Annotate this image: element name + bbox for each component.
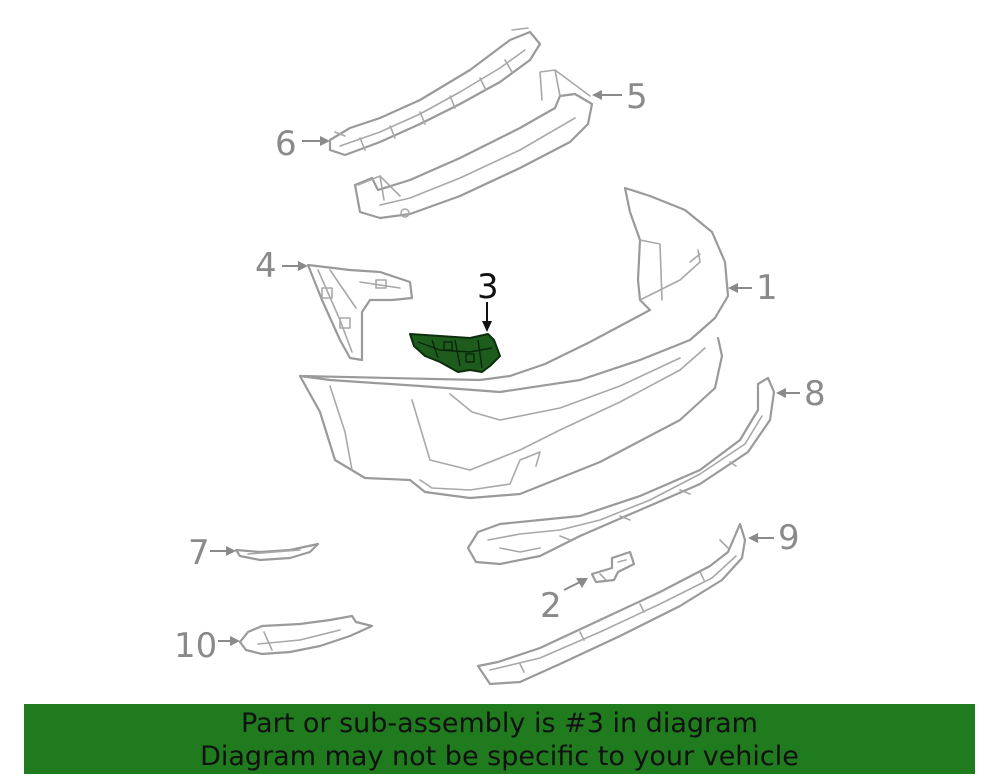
- callout-5: 5: [626, 77, 648, 117]
- part-6-absorber[interactable]: [328, 27, 542, 157]
- callout-3: 3: [477, 267, 499, 307]
- callout-10: 10: [174, 626, 217, 666]
- part-10-reflector-housing[interactable]: [238, 614, 374, 656]
- info-banner: Part or sub-assembly is #3 in diagram Di…: [24, 704, 975, 774]
- banner-line-2: Diagram may not be specific to your vehi…: [200, 741, 799, 772]
- banner-line-1: Part or sub-assembly is #3 in diagram: [241, 708, 758, 739]
- part-1-bumper-cover[interactable]: [298, 186, 730, 500]
- leader-lines: [210, 90, 800, 646]
- callout-2: 2: [540, 586, 562, 626]
- part-4-side-bracket[interactable]: [306, 263, 414, 362]
- callout-4: 4: [255, 246, 277, 286]
- callout-6: 6: [275, 124, 297, 164]
- callout-labels: 6 5 4 3 1 8 7 9 2 10: [174, 77, 826, 666]
- part-5-reinforcement-beam[interactable]: [353, 69, 594, 220]
- callout-1: 1: [756, 268, 778, 308]
- callout-9: 9: [778, 518, 800, 558]
- part-7-reflector[interactable]: [234, 542, 320, 562]
- part-3-bracket-highlighted[interactable]: [409, 333, 501, 373]
- part-8-lower-valance[interactable]: [466, 376, 776, 566]
- callout-8: 8: [804, 374, 826, 414]
- part-9-lower-trim[interactable]: [476, 522, 747, 686]
- callout-7: 7: [188, 533, 210, 573]
- part-2-clip[interactable]: [590, 550, 636, 584]
